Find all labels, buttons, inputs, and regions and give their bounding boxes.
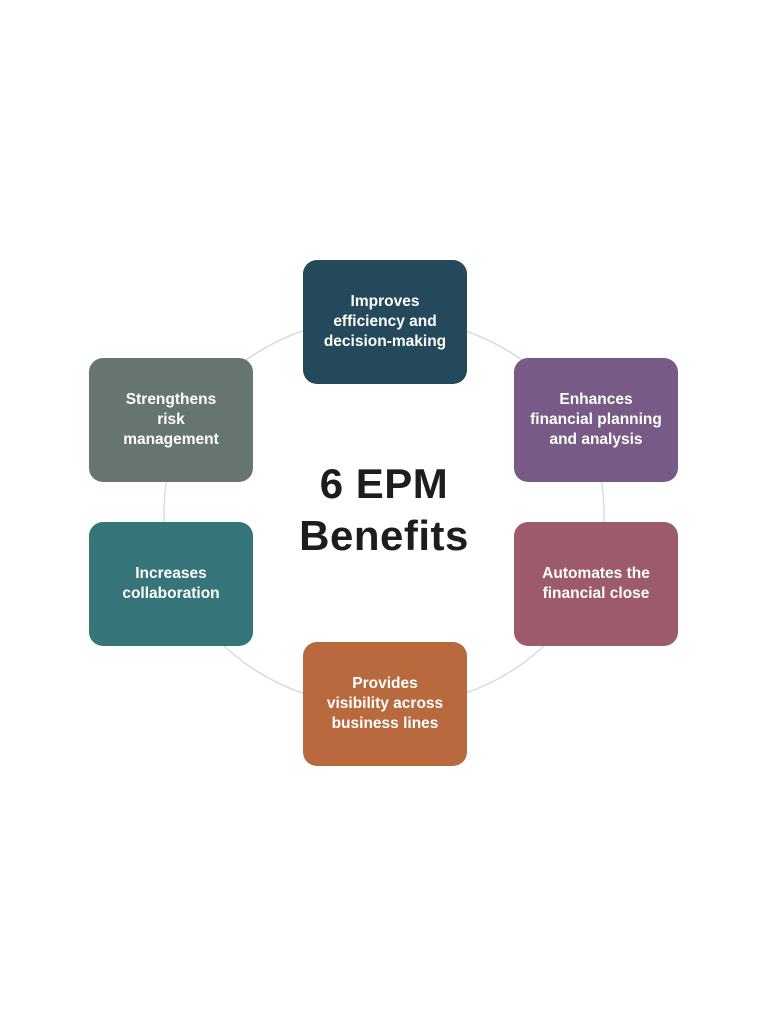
- benefit-label: Provides visibility across business line…: [326, 675, 444, 732]
- benefit-box-collaboration: Increases collaboration: [89, 522, 253, 646]
- benefit-label: Increases collaboration: [122, 565, 220, 602]
- benefit-label: Automates the financial close: [542, 565, 650, 602]
- title-line-1: 6 EPM: [319, 460, 449, 507]
- benefit-label: Strengthens risk management: [123, 391, 219, 448]
- benefit-label: Improves efficiency and decision-making: [323, 293, 447, 350]
- title-line-2: Benefits: [299, 512, 469, 559]
- benefit-box-visibility: Provides visibility across business line…: [303, 642, 467, 766]
- benefit-box-risk-management: Strengthens risk management: [89, 358, 253, 482]
- benefit-box-financial-close: Automates the financial close: [514, 522, 678, 646]
- diagram-title: 6 EPM Benefits: [234, 458, 534, 562]
- benefit-label: Enhances financial planning and analysis: [530, 391, 662, 448]
- benefit-box-efficiency: Improves efficiency and decision-making: [303, 260, 467, 384]
- benefit-box-financial-planning: Enhances financial planning and analysis: [514, 358, 678, 482]
